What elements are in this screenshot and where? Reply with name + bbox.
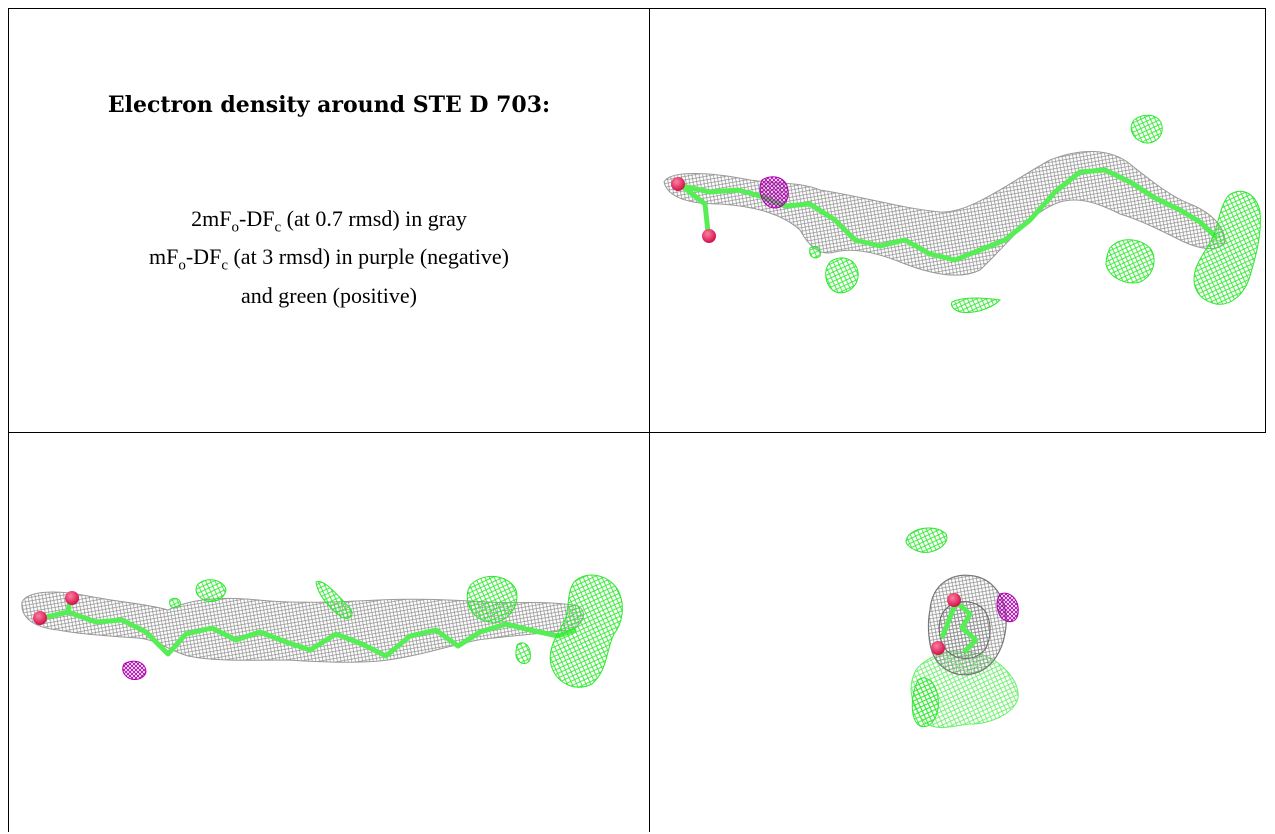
legend-line-3: and green (positive) <box>241 282 417 308</box>
caption-cell: Electron density around STE D 703: 2mFo-… <box>8 8 650 432</box>
positive-density-mesh <box>911 677 939 728</box>
positive-density-mesh <box>195 579 227 603</box>
positive-density-mesh <box>1105 239 1155 284</box>
ligand-carboxyl <box>680 184 711 233</box>
legend-line-2: mFo-DFc (at 3 rmsd) in purple (negative) <box>8 242 650 280</box>
ligand-chain <box>954 600 979 654</box>
positive-density-mesh <box>825 257 859 294</box>
top-right-view <box>650 100 1265 330</box>
table-border-right <box>1265 8 1266 432</box>
legend-line-1-mid: -DF <box>239 206 275 231</box>
oxygen-atom <box>702 229 716 243</box>
legend-line-1-post: (at 0.7 rmsd) in gray <box>281 206 467 231</box>
positive-density-mesh <box>169 597 181 609</box>
positive-density-mesh <box>466 575 518 623</box>
legend-line-1-sub-o: o <box>231 219 240 236</box>
positive-density-mesh <box>515 642 531 664</box>
legend-line-1-sub-c: c <box>274 219 282 236</box>
ligand-chain <box>39 609 577 659</box>
oxygen-atom <box>33 611 47 625</box>
positive-density-mesh <box>951 297 1002 313</box>
oxygen-atom <box>65 591 79 605</box>
legend-line-2-mid: -DF <box>185 244 222 270</box>
oxygen-atom <box>947 593 961 607</box>
positive-density-mesh <box>315 580 353 619</box>
ligand-carboxyl <box>939 601 959 639</box>
legend-line-1: 2mFo-DFc (at 0.7 rmsd) in gray <box>8 204 650 242</box>
table-border-top <box>8 8 1266 9</box>
bottom-right-view <box>880 520 1050 740</box>
legend-text: 2mFo-DFc (at 0.7 rmsd) in gray mFo-DFc (… <box>8 204 650 311</box>
positive-density-mesh <box>905 527 948 553</box>
bottom-left-view <box>18 560 648 720</box>
gray-density-mesh <box>663 151 1226 276</box>
legend-line-2-post: (at 3 rmsd) in purple (negative) <box>227 244 509 270</box>
table-divider-vertical <box>649 8 650 832</box>
legend-line-1-pre: 2mF <box>191 206 232 231</box>
positive-density-mesh <box>1130 114 1163 144</box>
legend-line-2-sub-o: o <box>178 257 186 274</box>
oxygen-atom <box>931 641 945 655</box>
legend-line-2-sub-c: c <box>221 257 228 274</box>
figure-title: Electron density around STE D 703: <box>107 92 551 118</box>
table-divider-horizontal <box>8 432 1266 433</box>
positive-density-mesh <box>549 574 623 688</box>
positive-density-mesh <box>809 245 821 259</box>
table-border-left <box>8 8 9 832</box>
negative-density-mesh <box>996 592 1019 623</box>
negative-density-mesh <box>759 176 789 209</box>
oxygen-atom <box>671 177 685 191</box>
legend-line-2-pre: mF <box>149 244 179 270</box>
negative-density-mesh <box>122 660 147 680</box>
positive-density-mesh <box>1193 190 1261 305</box>
